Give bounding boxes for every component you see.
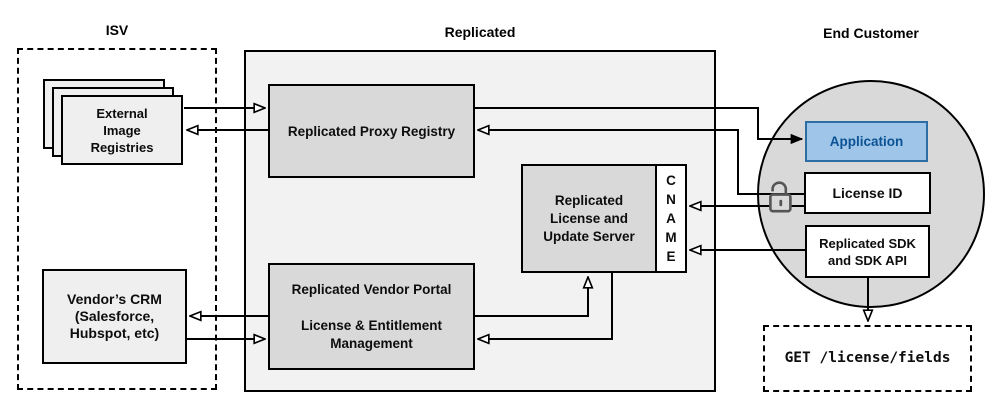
external-image-registries-label: External Image Registries [90,105,154,155]
replicated-sdk-label: Replicated SDK and SDK API [819,235,916,268]
application-node: Application [805,121,928,162]
replicated-section-title: Replicated [244,24,716,40]
license-update-server-node: Replicated License and Update Server [521,164,657,273]
get-license-fields-label: GET /license/fields [784,350,951,366]
end-customer-title-label: End Customer [823,25,919,41]
vendors-crm-label: Vendor’s CRM (Salesforce, Hubspot, etc) [67,291,162,341]
cname-strip: C N A M E [655,164,687,273]
vendor-portal-node: Replicated Vendor Portal License & Entit… [268,263,475,370]
license-id-label: License ID [832,184,903,201]
isv-boundary [17,48,217,390]
isv-title-label: ISV [105,22,129,38]
proxy-registry-label: Replicated Proxy Registry [287,123,456,139]
license-update-server-label: Replicated License and Update Server [543,192,635,244]
get-license-fields-endpoint: GET /license/fields [763,325,972,392]
proxy-registry-node: Replicated Proxy Registry [268,84,475,178]
end-customer-section-title: End Customer [771,25,971,41]
replicated-title-label: Replicated [444,24,516,40]
license-id-node: License ID [804,172,931,214]
replicated-sdk-node: Replicated SDK and SDK API [805,225,930,278]
external-image-registries-node: External Image Registries [61,95,183,165]
isv-section-title: ISV [17,22,217,38]
vendors-crm-node: Vendor’s CRM (Salesforce, Hubspot, etc) [42,269,187,364]
application-label: Application [829,134,904,149]
vendor-portal-label: Replicated Vendor Portal License & Entit… [291,281,452,351]
cname-label: C N A M E [665,173,677,264]
